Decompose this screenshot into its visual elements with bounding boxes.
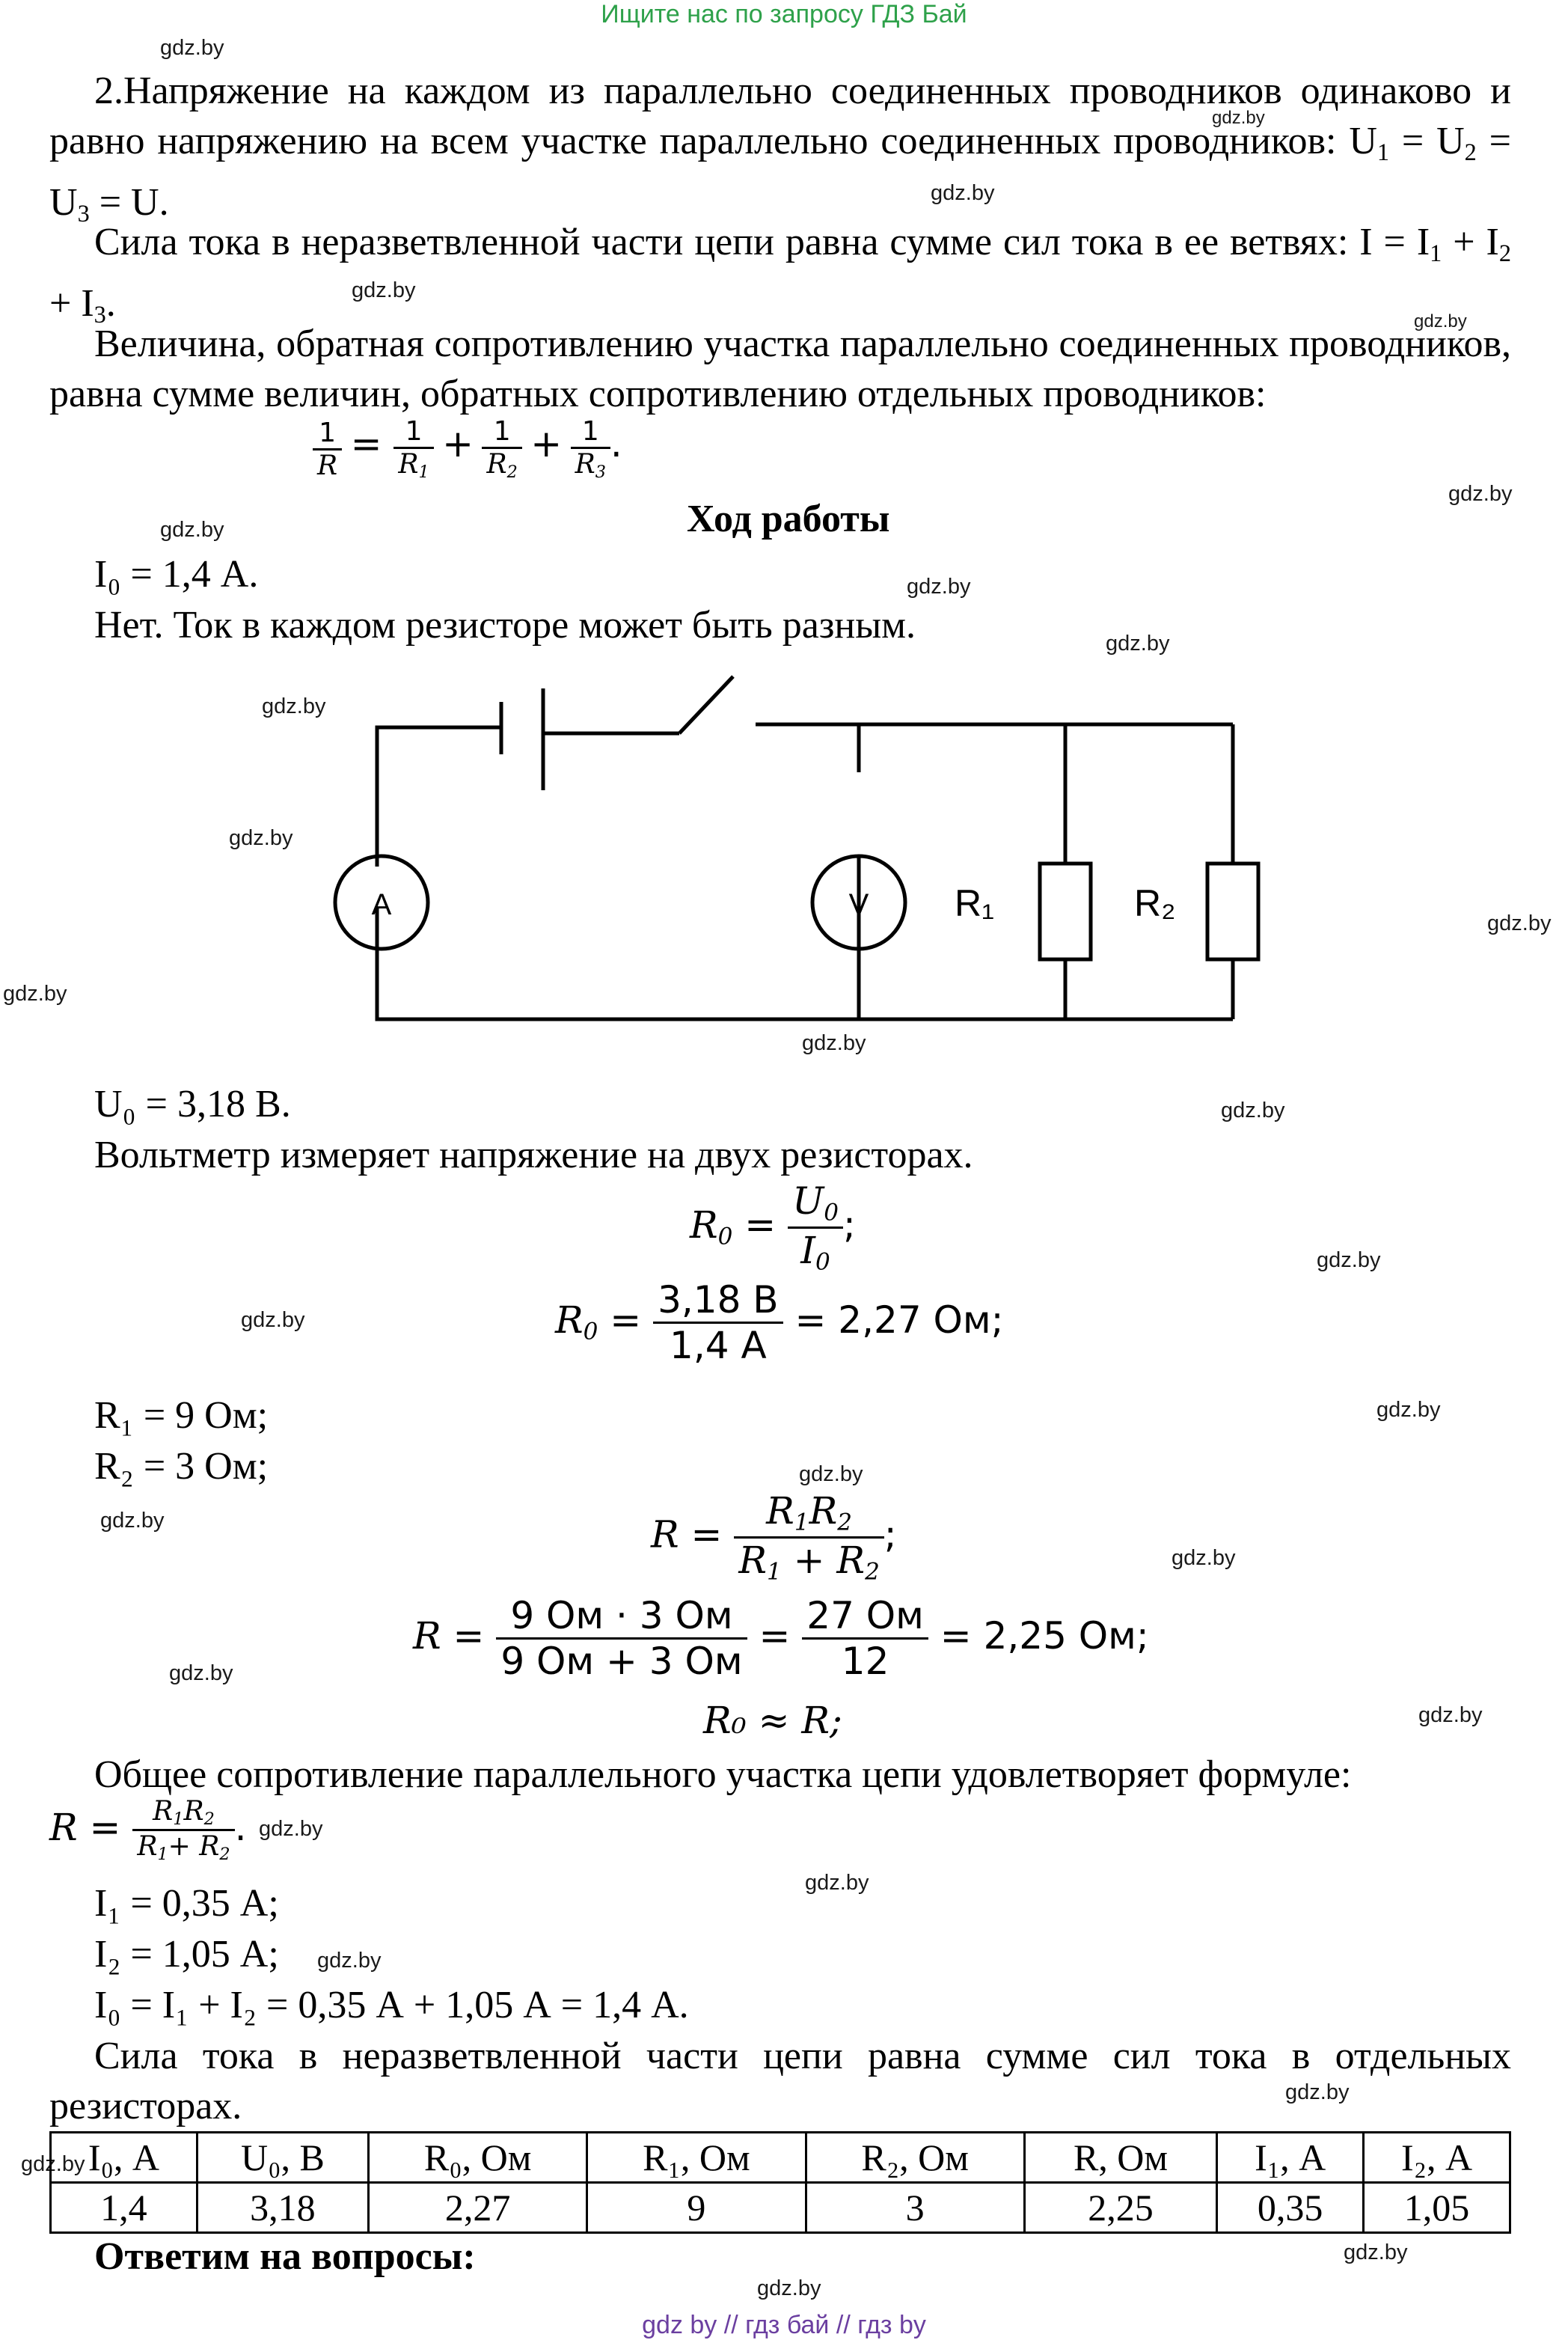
i0-sum: I₀ = I₁ + I₂ = 0,35 А + 1,05 А = 1,4 А. (94, 1984, 689, 2026)
switch-lever (678, 675, 735, 735)
table-header-cell: R₂, Ом (804, 2131, 1026, 2184)
circuit-diagram: A V R₁ R₂ (333, 675, 1261, 1021)
top-watermark: Ищите нас по запросу ГДЗ Бай (601, 0, 967, 28)
watermark: gdz.by (1344, 2240, 1408, 2264)
watermark: gdz.by (757, 2276, 821, 2300)
watermark: gdz.by (799, 1462, 863, 1486)
table-header-cell: I₁, А (1216, 2131, 1365, 2184)
voltmeter-statement: Вольтметр измеряет напряжение на двух ре… (94, 1134, 973, 1176)
results-table: I₀, А U₀, В R₀, Ом R₁, Ом R₂, Ом R, Ом I… (49, 2131, 1511, 2234)
r1-value: R₁ = 9 Ом; (94, 1394, 269, 1437)
watermark: gdz.by (1487, 911, 1552, 935)
watermark: gdz.by (805, 1871, 869, 1895)
footer-watermark: gdz by // гдз бай // гдз by (642, 2311, 926, 2339)
ammeter-label: A (372, 888, 392, 921)
u0-measurement: U₀ = 3,18 В. (94, 1083, 291, 1125)
conclusion-current: Сила тока в неразветвленной части цепи р… (49, 2035, 1511, 2127)
r2-value: R₂ = 3 Ом; (94, 1445, 269, 1488)
i1-value: I₁ = 0,35 А; (94, 1882, 279, 1925)
table-cell: 1,4 (49, 2181, 198, 2234)
voltmeter-circle (810, 854, 907, 951)
answer-current: Нет. Ток в каждом резисторе может быть р… (94, 604, 916, 647)
watermark: gdz.by (1418, 1703, 1483, 1727)
watermark: gdz.by (907, 575, 971, 599)
table-cell: 2,27 (367, 2181, 589, 2234)
watermark: gdz.by (802, 1031, 866, 1055)
theory-paragraph-2: Сила тока в неразветвленной части цепи р… (49, 221, 1511, 329)
table-header-cell: R₁, Ом (586, 2131, 807, 2184)
watermark: gdz.by (317, 1949, 382, 1973)
table-header-cell: R, Ом (1023, 2131, 1219, 2184)
table-cell: 1,05 (1362, 2181, 1511, 2234)
table-header-cell: I₂, А (1362, 2131, 1511, 2184)
table-header-cell: R₀, Ом (367, 2131, 589, 2184)
resistor-r1 (1038, 861, 1093, 962)
watermark: gdz.by (259, 1817, 323, 1841)
watermark: gdz.by (3, 982, 67, 1006)
table-header-cell: I₀, А (49, 2131, 198, 2184)
theory-paragraph-1: 2.Напряжение на каждом из параллельно со… (49, 70, 1512, 227)
table-cell: 3,18 (195, 2181, 370, 2234)
watermark: gdz.by (169, 1661, 233, 1685)
ammeter-circle (333, 854, 430, 951)
table-cell: 2,25 (1023, 2181, 1219, 2234)
watermark: gdz.by (1172, 1546, 1236, 1570)
watermark: gdz.by (1221, 1099, 1285, 1122)
watermark: gdz.by (241, 1308, 305, 1332)
wire-bottom (375, 908, 1233, 1021)
watermark: gdz.by (229, 826, 293, 850)
r2-label: R₂ (1134, 882, 1176, 924)
watermark: gdz.by (931, 181, 995, 205)
table-header-row: I₀, А U₀, В R₀, Ом R₁, Ом R₂, Ом R, Ом I… (49, 2131, 1511, 2184)
table-cell: 0,35 (1216, 2181, 1365, 2234)
questions-heading: Ответим на вопросы: (94, 2235, 476, 2278)
watermark: gdz.by (1212, 108, 1265, 128)
watermark: gdz.by (100, 1509, 165, 1533)
r1-label: R₁ (955, 882, 994, 924)
conclusion-formula: Общее сопротивление параллельного участк… (94, 1753, 1352, 1796)
watermark: gdz.by (1106, 632, 1170, 656)
table-row: 1,4 3,18 2,27 9 3 2,25 0,35 1,05 (49, 2181, 1511, 2234)
watermark: gdz.by (262, 694, 326, 718)
approx-statement: R₀ ≈ R; (703, 1699, 842, 1742)
table-cell: 3 (804, 2181, 1026, 2234)
theory-paragraph-3: Величина, обратная сопротивлению участка… (49, 323, 1511, 415)
wire-left-top (375, 725, 501, 867)
watermark: gdz.by (160, 36, 224, 60)
watermark: gdz.by (1317, 1248, 1381, 1272)
watermark: gdz.by (1448, 482, 1513, 506)
watermark: gdz.by (1414, 311, 1467, 332)
watermark: gdz.by (1285, 2080, 1350, 2104)
voltmeter-label: V (849, 888, 869, 921)
watermark: gdz.by (1376, 1398, 1441, 1422)
watermark: gdz.by (352, 278, 416, 302)
table-cell: 9 (586, 2181, 807, 2234)
work-heading: Ход работы (687, 498, 890, 540)
watermark: gdz.by (160, 518, 224, 542)
i0-measurement: I₀ = 1,4 А. (94, 553, 259, 596)
resistor-r2 (1205, 861, 1261, 962)
table-header-cell: U₀, В (195, 2131, 370, 2184)
i2-value: I₂ = 1,05 А; (94, 1933, 279, 1976)
